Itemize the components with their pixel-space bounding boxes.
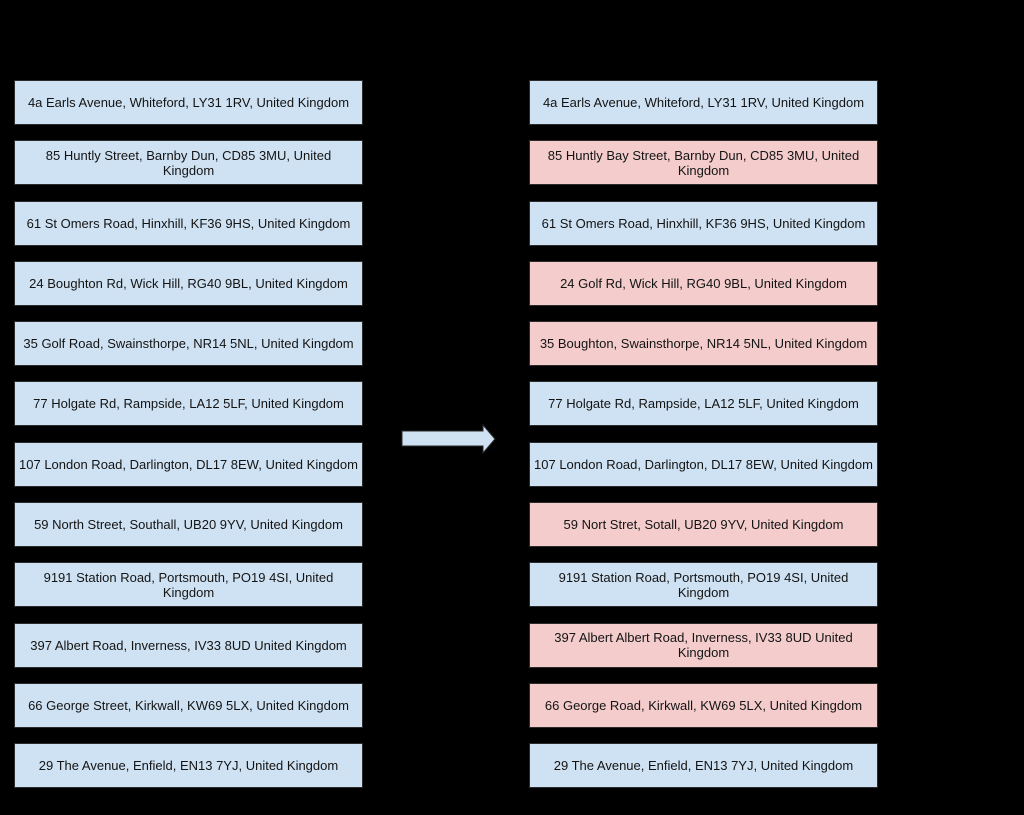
address-box-unchanged: 107 London Road, Darlington, DL17 8EW, U… [14, 441, 363, 487]
address-text: 29 The Avenue, Enfield, EN13 7YJ, United… [38, 758, 339, 774]
address-box-unchanged: 4a Earls Avenue, Whiteford, LY31 1RV, Un… [14, 80, 363, 125]
address-box-unchanged: 397 Albert Road, Inverness, IV33 8UD Uni… [14, 622, 363, 668]
address-text: 107 London Road, Darlington, DL17 8EW, U… [19, 456, 358, 472]
address-text: 24 Golf Rd, Wick Hill, RG40 9BL, United … [560, 275, 847, 291]
address-box-unchanged: 66 George Street, Kirkwall, KW69 5LX, Un… [14, 682, 363, 728]
address-text: 85 Huntly Street, Barnby Dun, CD85 3MU, … [45, 147, 332, 178]
address-box-changed: 66 George Road, Kirkwall, KW69 5LX, Unit… [529, 682, 878, 728]
address-box-changed: 35 Boughton, Swainsthorpe, NR14 5NL, Uni… [529, 321, 878, 367]
right-arrow-icon [401, 423, 496, 455]
address-text: 107 London Road, Darlington, DL17 8EW, U… [534, 456, 873, 472]
address-text: 4a Earls Avenue, Whiteford, LY31 1RV, Un… [542, 95, 865, 110]
address-text: 61 St Omers Road, Hinxhill, KF36 9HS, Un… [26, 215, 351, 231]
address-box-changed: 59 Nort Stret, Sotall, UB20 9YV, United … [529, 502, 878, 548]
address-box-unchanged: 4a Earls Avenue, Whiteford, LY31 1RV, Un… [529, 80, 878, 125]
address-box-unchanged: 59 North Street, Southall, UB20 9YV, Uni… [14, 502, 363, 548]
address-box-changed: 85 Huntly Bay Street, Barnby Dun, CD85 3… [529, 140, 878, 186]
address-text: 4a Earls Avenue, Whiteford, LY31 1RV, Un… [27, 95, 350, 110]
address-box-unchanged: 29 The Avenue, Enfield, EN13 7YJ, United… [529, 743, 878, 789]
address-text: 24 Boughton Rd, Wick Hill, RG40 9BL, Uni… [29, 275, 348, 291]
address-text: 35 Boughton, Swainsthorpe, NR14 5NL, Uni… [539, 336, 868, 352]
address-box-unchanged: 61 St Omers Road, Hinxhill, KF36 9HS, Un… [529, 200, 878, 246]
address-box-unchanged: 29 The Avenue, Enfield, EN13 7YJ, United… [14, 743, 363, 789]
original-addresses-column: 4a Earls Avenue, Whiteford, LY31 1RV, Un… [14, 80, 363, 789]
address-box-unchanged: 9191 Station Road, Portsmouth, PO19 4SI,… [14, 562, 363, 608]
address-box-unchanged: 9191 Station Road, Portsmouth, PO19 4SI,… [529, 562, 878, 608]
address-text: 77 Holgate Rd, Rampside, LA12 5LF, Unite… [33, 396, 344, 412]
address-box-changed: 397 Albert Albert Road, Inverness, IV33 … [529, 622, 878, 668]
address-text: 35 Golf Road, Swainsthorpe, NR14 5NL, Un… [23, 336, 354, 352]
address-text: 66 George Street, Kirkwall, KW69 5LX, Un… [28, 697, 349, 713]
address-text: 66 George Road, Kirkwall, KW69 5LX, Unit… [544, 697, 863, 713]
address-box-unchanged: 77 Holgate Rd, Rampside, LA12 5LF, Unite… [529, 381, 878, 427]
address-text: 85 Huntly Bay Street, Barnby Dun, CD85 3… [547, 147, 860, 178]
address-text: 59 North Street, Southall, UB20 9YV, Uni… [34, 517, 343, 533]
address-text: 77 Holgate Rd, Rampside, LA12 5LF, Unite… [548, 396, 859, 412]
address-box-unchanged: 35 Golf Road, Swainsthorpe, NR14 5NL, Un… [14, 321, 363, 367]
address-box-unchanged: 107 London Road, Darlington, DL17 8EW, U… [529, 441, 878, 487]
address-box-unchanged: 85 Huntly Street, Barnby Dun, CD85 3MU, … [14, 140, 363, 186]
address-text: 397 Albert Road, Inverness, IV33 8UD Uni… [30, 637, 347, 653]
address-text: 29 The Avenue, Enfield, EN13 7YJ, United… [553, 758, 854, 774]
address-box-unchanged: 61 St Omers Road, Hinxhill, KF36 9HS, Un… [14, 200, 363, 246]
address-text: 59 Nort Stret, Sotall, UB20 9YV, United … [563, 517, 844, 533]
address-box-unchanged: 77 Holgate Rd, Rampside, LA12 5LF, Unite… [14, 381, 363, 427]
address-box-unchanged: 24 Boughton Rd, Wick Hill, RG40 9BL, Uni… [14, 260, 363, 306]
address-text: 61 St Omers Road, Hinxhill, KF36 9HS, Un… [541, 215, 866, 231]
address-text: 9191 Station Road, Portsmouth, PO19 4SI,… [43, 569, 334, 600]
address-text: 397 Albert Albert Road, Inverness, IV33 … [554, 630, 853, 661]
modified-addresses-column: 4a Earls Avenue, Whiteford, LY31 1RV, Un… [529, 80, 878, 789]
address-box-changed: 24 Golf Rd, Wick Hill, RG40 9BL, United … [529, 260, 878, 306]
address-text: 9191 Station Road, Portsmouth, PO19 4SI,… [558, 569, 849, 600]
